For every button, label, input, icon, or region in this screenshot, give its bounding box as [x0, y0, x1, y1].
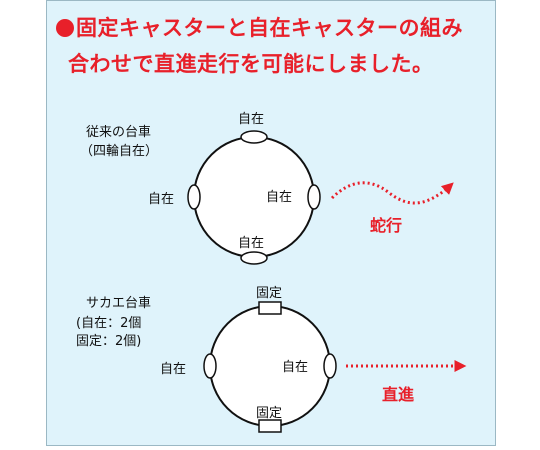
- caster-label-bottom-1: 自在: [238, 236, 265, 251]
- caster-label-top-1: 自在: [238, 112, 265, 127]
- headline-line-1: 固定キャスターと自在キャスターの組み: [56, 12, 496, 42]
- motion-label-2: 直進: [382, 385, 415, 404]
- motion-label-1: 蛇行: [370, 216, 403, 235]
- caster-label-right-1: 自在: [266, 190, 293, 205]
- cart-name-1: 従来の台車: [86, 125, 152, 140]
- cart-caster-spec-2b: 固定：2個): [76, 334, 142, 349]
- caster-count-swivel: 自在：2個: [81, 316, 142, 331]
- swivel-caster-left-2: [203, 353, 217, 379]
- cart-caster-spec-1: （四輪自在）: [80, 144, 159, 159]
- fixed-caster-bottom-2: [258, 419, 282, 433]
- caster-label-top-2: 固定: [256, 286, 283, 301]
- swivel-caster-right-2: [323, 353, 337, 379]
- swivel-caster-right-1: [307, 184, 321, 210]
- headline-text-1: 固定キャスターと自在キャスターの組み: [76, 16, 463, 40]
- caster-label-bottom-2: 固定: [256, 406, 283, 421]
- cart-caster-spec-2a: (自在：2個: [76, 316, 142, 331]
- swivel-caster-bottom-1: [240, 251, 268, 265]
- headline-line-2: 合わせで直進走行を可能にしました。: [68, 52, 434, 76]
- caster-label-right-2: 自在: [282, 360, 309, 375]
- meandering-arrow: [330, 181, 454, 205]
- bullet-icon: [56, 19, 74, 37]
- cart-name-2: サカエ台車: [86, 296, 152, 311]
- fixed-caster-top-2: [258, 301, 282, 315]
- caster-label-left-2: 自在: [160, 362, 187, 377]
- caster-label-left-1: 自在: [148, 192, 175, 207]
- caster-count-fixed: 固定：2個: [76, 334, 137, 349]
- swivel-caster-top-1: [240, 130, 268, 144]
- swivel-caster-left-1: [187, 184, 201, 210]
